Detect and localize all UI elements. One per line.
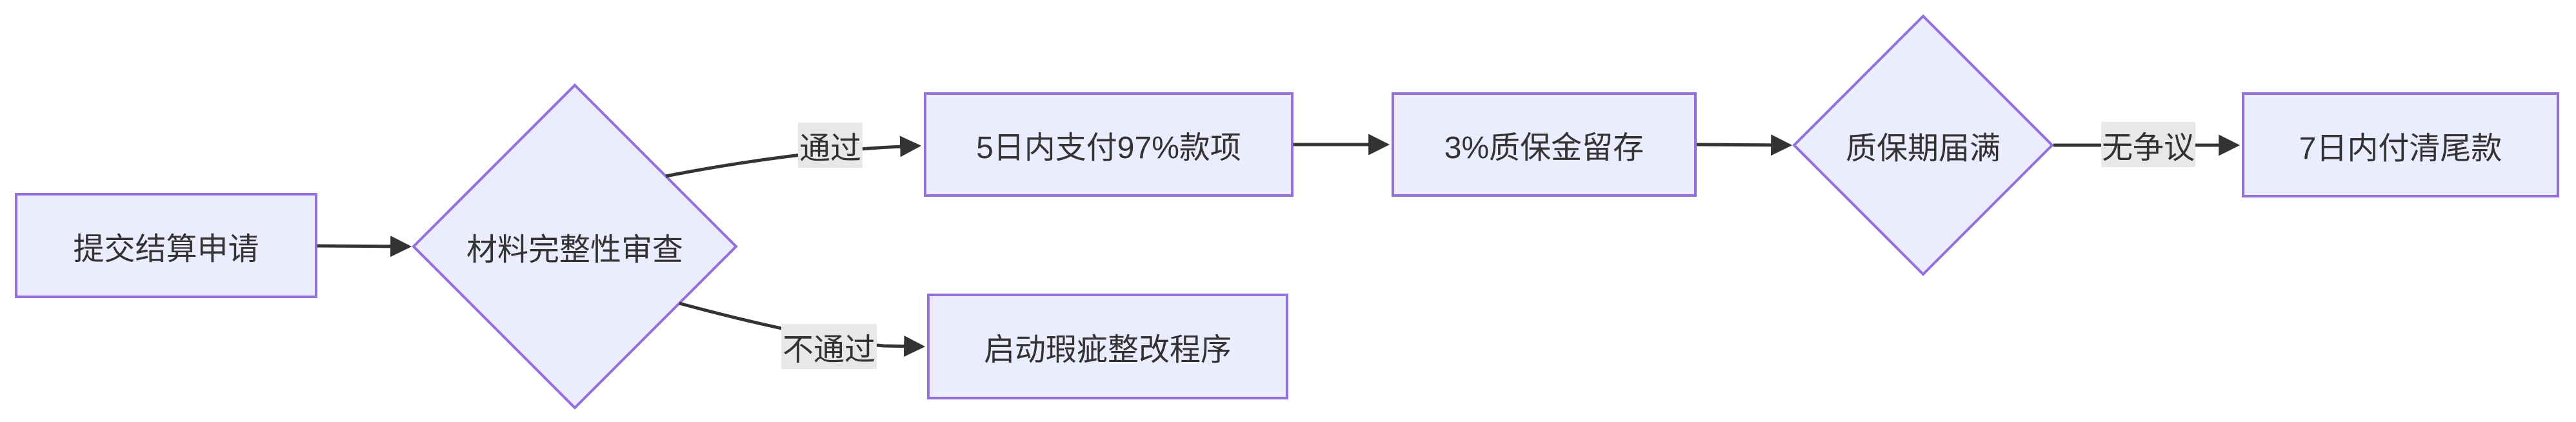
node-label: 5日内支付97%款项 [976,131,1241,165]
node-label: 启动瑕疵整改程序 [983,333,1232,367]
decision-warranty-period-expiry-shape [1792,14,2054,276]
node-submit-settlement-request: 提交结算申请 [15,193,317,298]
edge-label-fail: 不通过 [781,324,877,369]
node-label: 3%质保金留存 [1444,131,1644,165]
edge-label-no-dispute: 无争议 [2101,122,2195,167]
decision-material-completeness-review-shape [412,83,738,410]
edge-label-text: 无争议 [2101,131,2195,165]
node-pay-balance-within-7-days: 7日内付清尾款 [2242,92,2559,197]
node-defect-rectification-procedure: 启动瑕疵整改程序 [927,294,1288,399]
node-label: 提交结算申请 [73,232,259,266]
edge-review-pass-to-payment [665,136,922,178]
node-3-percent-retention: 3%质保金留存 [1392,92,1697,197]
edge-label-text: 不通过 [782,333,875,367]
node-pay-97-percent-within-5-days: 5日内支付97%款项 [924,92,1293,197]
edge-label-pass: 通过 [798,123,863,168]
node-label: 7日内付清尾款 [2299,131,2502,166]
edge-label-text: 通过 [799,132,861,166]
